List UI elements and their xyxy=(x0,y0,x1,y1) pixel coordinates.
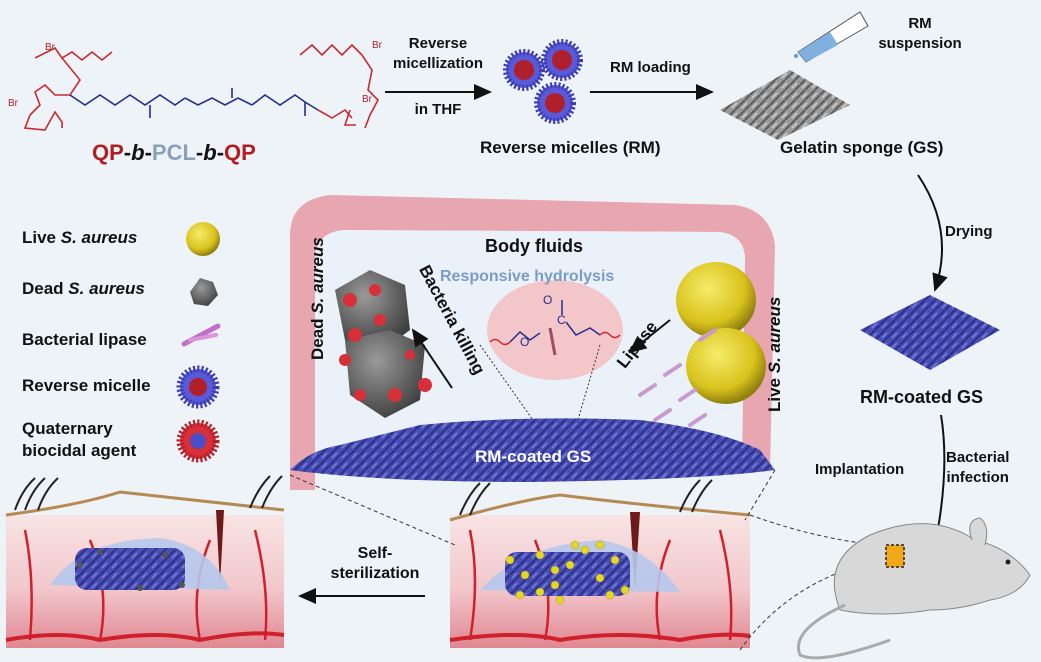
dashed-line xyxy=(574,344,601,431)
label-line: RM xyxy=(908,15,932,32)
gelatin-sponge xyxy=(720,70,850,140)
br-end-label-left: Br xyxy=(8,98,18,109)
tissue-frame xyxy=(290,195,775,490)
step-label-line: micellization xyxy=(392,55,484,72)
ester-bond-ellipse xyxy=(487,280,623,380)
rm-coated-gs-inner-label: RM-coated GS xyxy=(475,447,592,466)
pipette-icon xyxy=(794,11,869,63)
polymer-name: QP-b-PCL-b-QP xyxy=(92,140,256,166)
ester-oxygen: O xyxy=(520,335,530,349)
br-counterion-label-right: Br xyxy=(372,40,382,51)
label-italic: S. aureus xyxy=(308,237,327,314)
legend-dead-bacteria-icon xyxy=(190,278,218,306)
step-label-line: Reverse xyxy=(408,35,468,52)
bacterial-infection-label: Bacterial infection xyxy=(946,448,1009,488)
dash: - xyxy=(216,140,225,165)
label-italic: S. aureus xyxy=(765,296,784,374)
legend-live-bacteria-icon xyxy=(186,222,220,256)
tissue-infected xyxy=(449,479,751,648)
sterilized-sponge xyxy=(75,548,185,590)
biocidal-agents-on-dead-bacteria xyxy=(339,284,432,402)
arrow-lipase xyxy=(628,319,671,354)
dash: - xyxy=(195,140,204,165)
legend-text: Bacterial lipase xyxy=(22,330,147,349)
label-line: Bacterial xyxy=(946,449,1010,466)
ester-carbon: C xyxy=(557,313,566,327)
ester-carbonyl-oxygen: O xyxy=(543,293,553,307)
legend-item-reverse-micelle: Reverse micelle xyxy=(22,376,151,396)
mouse-illustration xyxy=(797,517,1031,660)
dash: - xyxy=(123,140,132,165)
live-bacteria-bottom xyxy=(686,328,766,404)
dead-s-aureus-side-label: Dead S. aureus xyxy=(308,237,328,360)
legend-italic: S. aureus xyxy=(68,279,145,298)
legend-text: biocidal agent xyxy=(22,441,137,460)
legend-reverse-micelle-icon xyxy=(176,365,220,409)
label-text: Live xyxy=(765,373,784,412)
drying-label: Drying xyxy=(945,223,993,240)
legend-text: Dead xyxy=(22,279,69,298)
rm-coated-gs-layer xyxy=(290,418,775,482)
block-b: b xyxy=(131,140,145,165)
tissue-after xyxy=(5,475,285,648)
rm-coated-gs-caption: RM-coated GS xyxy=(860,387,984,407)
legend-text: Live xyxy=(22,228,61,247)
rm-loading-label: RM loading xyxy=(610,59,691,76)
body-fluids-label: Body fluids xyxy=(485,236,583,256)
reverse-micelles-cluster xyxy=(503,39,583,124)
step-solvent-label: in THF xyxy=(414,101,462,118)
polymer-structure xyxy=(23,43,379,131)
self-sterilization-label: Self- sterilization xyxy=(320,544,430,584)
legend-item-dead: Dead S. aureus xyxy=(22,279,145,299)
label-text: Dead xyxy=(308,313,327,360)
polymer-block-qp: QP xyxy=(224,140,256,165)
polymer-block-pcl: PCL xyxy=(151,140,196,165)
rm-coated-sponge xyxy=(860,295,1000,370)
rm-suspension-label: RM suspension xyxy=(870,14,970,54)
polymer-block-qp: QP xyxy=(92,140,124,165)
legend-biocidal-agent-icon xyxy=(176,419,220,463)
label-line: suspension xyxy=(878,35,962,52)
legend-item-biocidal-agent: Quaternary biocidal agent xyxy=(22,418,136,462)
reverse-micelles-caption: Reverse micelles (RM) xyxy=(480,138,661,157)
gelatin-sponge-caption: Gelatin sponge (GS) xyxy=(780,138,944,157)
label-line: Self- xyxy=(357,545,393,562)
ester-structure xyxy=(489,300,621,356)
live-s-aureus-side-label: Live S. aureus xyxy=(765,297,785,412)
step-micellization-label: Reverse micellization xyxy=(380,34,496,74)
dead-bacteria-cluster-top xyxy=(335,270,410,345)
block-b: b xyxy=(203,140,217,165)
label-line: sterilization xyxy=(330,565,420,582)
dash: - xyxy=(144,140,152,165)
responsive-hydrolysis-label: Responsive hydrolysis xyxy=(440,268,615,285)
live-bacteria-top xyxy=(676,262,756,338)
legend-text: Reverse micelle xyxy=(22,376,151,395)
br-counterion-label: Br xyxy=(45,42,55,53)
implantation-label: Implantation xyxy=(815,461,905,478)
legend-lipase-icon xyxy=(181,323,221,347)
arrow-drying xyxy=(917,174,948,292)
arrow-bacteria-killing xyxy=(411,328,453,389)
legend-text: Quaternary xyxy=(22,419,113,438)
implant-site-marker xyxy=(885,544,905,568)
infected-sponge xyxy=(505,552,630,596)
dashed-line xyxy=(479,344,541,431)
legend-item-live: Live S. aureus xyxy=(22,228,137,248)
br-end-label-right: Br xyxy=(362,94,372,105)
label-line: infection xyxy=(946,469,1009,486)
legend-italic: S. aureus xyxy=(60,228,138,247)
legend-item-lipase: Bacterial lipase xyxy=(22,330,147,350)
